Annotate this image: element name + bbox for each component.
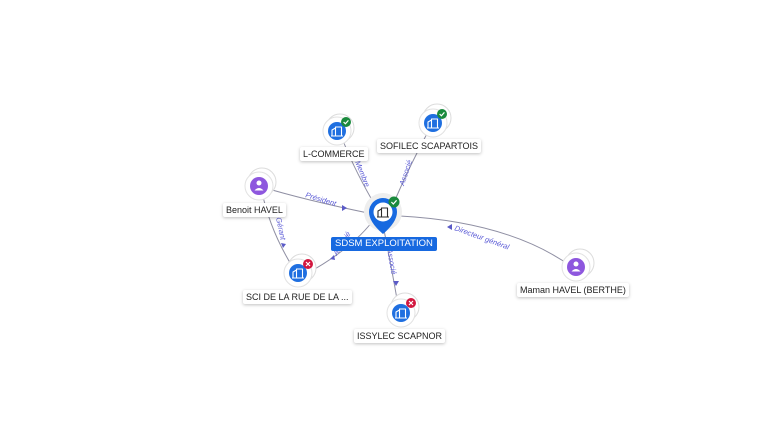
building-icon xyxy=(395,308,407,319)
label-sdsm[interactable]: SDSM EXPLOITATION xyxy=(331,237,437,251)
edge-label-associe-sofilec: Associé xyxy=(397,159,414,188)
check-icon xyxy=(390,199,398,205)
node-lcommerce[interactable] xyxy=(322,113,355,146)
arrow-associe-sci xyxy=(330,255,335,260)
cross-icon xyxy=(305,261,311,267)
arrow-president xyxy=(342,205,347,211)
node-sofilec[interactable] xyxy=(418,103,452,138)
node-issylec[interactable] xyxy=(386,292,420,328)
check-icon xyxy=(343,120,349,125)
label-sofilec[interactable]: SOFILEC SCAPARTOIS xyxy=(377,139,482,153)
label-maman[interactable]: Maman HAVEL (BERTHE) xyxy=(517,283,629,297)
edge-label-membre: Membre xyxy=(353,159,372,188)
label-lcommerce[interactable]: L-COMMERCE xyxy=(300,147,368,161)
company-circle xyxy=(392,304,410,322)
active-badge xyxy=(388,196,400,208)
edge-label-gerant: Gérant xyxy=(274,217,288,242)
active-badge xyxy=(341,117,351,127)
edge-label-president: Président xyxy=(304,190,338,208)
building-icon xyxy=(377,207,389,218)
person-icon xyxy=(256,180,262,186)
node-sci[interactable] xyxy=(283,253,317,288)
edge-directeur xyxy=(399,215,573,268)
label-issylec[interactable]: ISSYLEC SCAPNOR xyxy=(354,329,446,343)
arrow-associe-issylec xyxy=(393,281,399,286)
edge-label-associe-issylec: Associé xyxy=(385,247,399,275)
building-icon xyxy=(427,118,439,129)
label-benoit[interactable]: Benoit HAVEL xyxy=(223,203,286,217)
node-maman[interactable] xyxy=(561,248,595,282)
arrow-gerant xyxy=(281,243,286,248)
label-sci[interactable]: SCI DE LA RUE DE LA ... xyxy=(243,290,352,304)
node-sdsm[interactable] xyxy=(364,193,402,234)
cross-icon xyxy=(408,300,414,306)
check-icon xyxy=(439,112,445,117)
active-badge xyxy=(437,109,447,119)
arrow-directeur xyxy=(447,224,452,230)
person-circle xyxy=(567,258,585,276)
person-icon xyxy=(573,261,579,267)
node-benoit[interactable] xyxy=(244,167,277,201)
person-circle xyxy=(250,177,268,195)
building-icon xyxy=(292,268,304,279)
building-icon xyxy=(331,126,343,137)
